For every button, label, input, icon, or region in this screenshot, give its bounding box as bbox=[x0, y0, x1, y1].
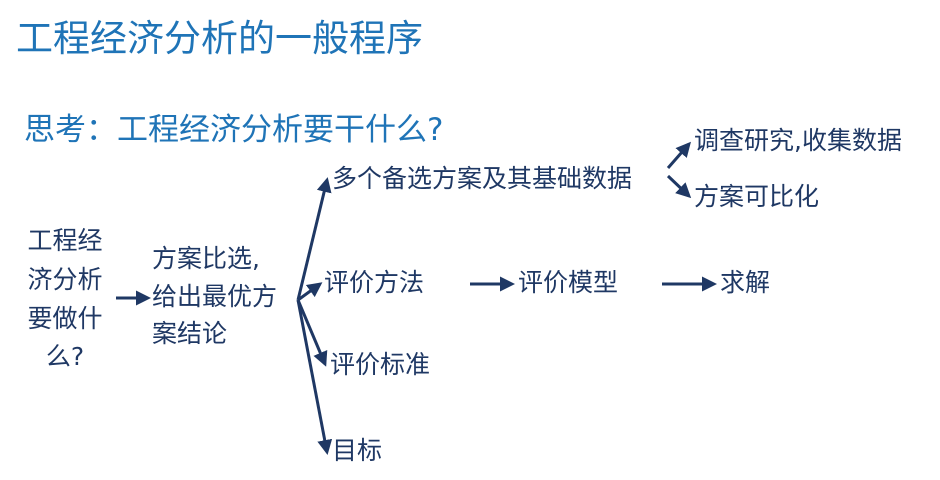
compare-line: 方案比选, bbox=[152, 244, 260, 273]
root-line: 工程经 bbox=[27, 226, 103, 255]
arrow-to-alternatives bbox=[296, 177, 332, 301]
root-line: 济分析 bbox=[27, 264, 103, 294]
solve-node: 求解 bbox=[720, 268, 771, 297]
arrow-to-goal bbox=[296, 299, 333, 455]
compare-node: 方案比选, 给出最优方 案结论 bbox=[152, 240, 277, 353]
arrow-to-method bbox=[297, 282, 323, 302]
comparability-node: 方案可比化 bbox=[694, 182, 820, 211]
compare-line: 案结论 bbox=[152, 319, 228, 348]
arrow-to-research bbox=[666, 141, 691, 169]
root-line: 要做什 bbox=[27, 303, 103, 333]
research-node: 调查研究,收集数据 bbox=[694, 126, 902, 155]
page-title: 工程经济分析的一般程序 bbox=[16, 17, 423, 60]
root-node: 工程经 济分析 要做什 么? bbox=[20, 222, 110, 377]
alternatives-node: 多个备选方案及其基础数据 bbox=[332, 164, 633, 193]
goal-node: 目标 bbox=[332, 436, 383, 465]
arrow-to-comparability bbox=[666, 174, 692, 199]
arrow-to-criteria bbox=[296, 299, 328, 367]
guiding-question: 思考：工程经济分析要干什么? bbox=[24, 112, 444, 148]
criteria-node: 评价标准 bbox=[330, 350, 431, 379]
compare-line: 给出最优方 bbox=[152, 281, 278, 311]
model-node: 评价模型 bbox=[518, 268, 619, 297]
root-line: 么? bbox=[45, 342, 85, 372]
method-node: 评价方法 bbox=[324, 268, 425, 297]
